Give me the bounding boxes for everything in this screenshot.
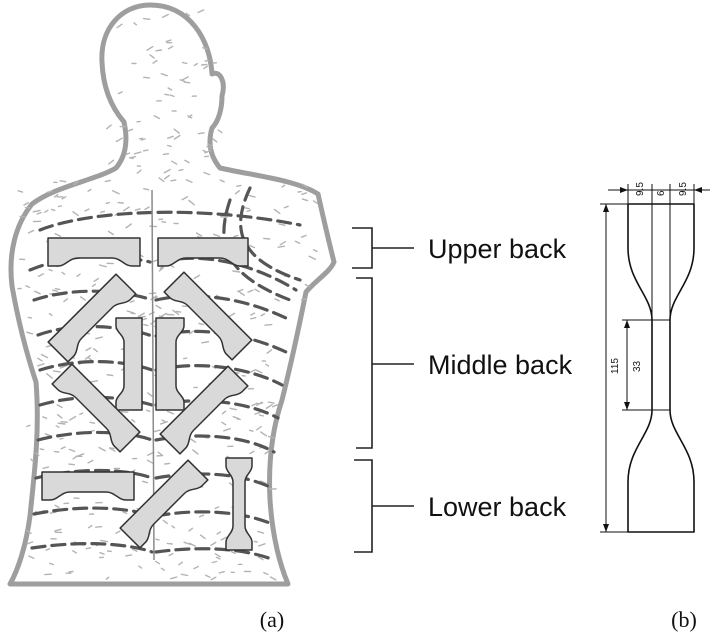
region-annotations: Upper back Middle back Lower back [352, 228, 573, 552]
upper-back-bracket [352, 228, 372, 268]
dim-side-left: 9.5 [635, 182, 646, 196]
specimen-drawing: 9.5 6 9.5 115 33 [600, 182, 710, 532]
dim-total-length: 115 [610, 358, 621, 374]
dim-side-right: 9.5 [678, 182, 689, 196]
lower-back-bracket [354, 460, 372, 552]
upper-back-label: Upper back [428, 234, 567, 264]
middle-back-bracket [356, 278, 372, 448]
middle-back-label: Middle back [428, 350, 573, 380]
dim-center: 6 [656, 190, 667, 196]
caption-a: (a) [260, 607, 284, 632]
dim-gauge-length: 33 [632, 360, 643, 372]
caption-b: (b) [671, 607, 697, 632]
lower-back-label: Lower back [428, 492, 567, 522]
